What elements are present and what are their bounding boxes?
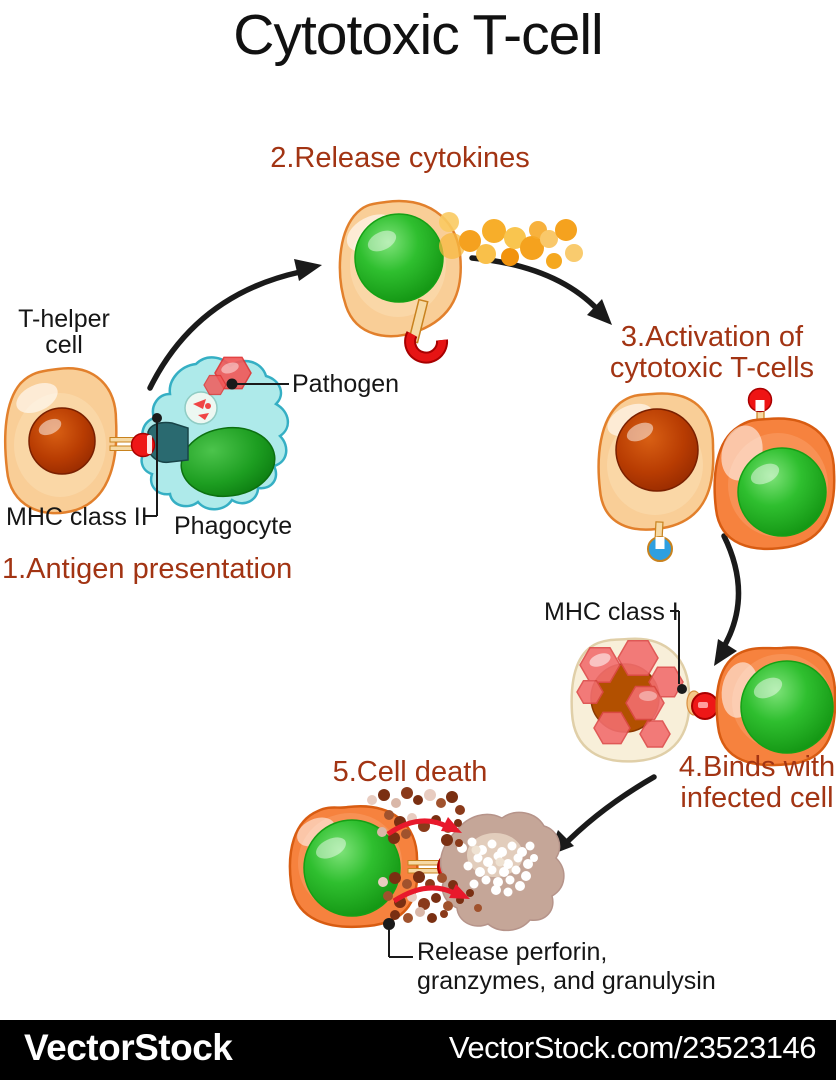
arrow-step1-to-step2 bbox=[147, 269, 303, 391]
step4-label-line1: 4.Binds with bbox=[678, 751, 836, 783]
arrow-step2-to-step3 bbox=[469, 255, 601, 313]
release-label-line2: granzymes, and granulysin bbox=[417, 967, 716, 995]
vesicle-fragment bbox=[193, 399, 206, 409]
mhc1-dot bbox=[677, 684, 687, 694]
arrow-step4-to-step5 bbox=[559, 774, 657, 850]
step5-label: 5.Cell death bbox=[332, 756, 488, 788]
release-label-line1: Release perforin, bbox=[417, 938, 608, 966]
cytotoxic-t-cell-binding bbox=[715, 646, 836, 767]
apoptotic-white-dots bbox=[457, 837, 538, 897]
vectorstock-credit: VectorStock.com/23523146 bbox=[448, 1030, 817, 1065]
activated-t-helper-cell bbox=[597, 392, 715, 562]
nucleus bbox=[615, 408, 699, 492]
infected-cell bbox=[570, 637, 702, 763]
step2-label: 2.Release cytokines bbox=[270, 142, 530, 174]
receptor-stalk bbox=[407, 860, 443, 866]
t-helper-cell-label: T-helper cell bbox=[8, 306, 120, 358]
virus-particles bbox=[576, 639, 684, 748]
dying-cell bbox=[439, 811, 565, 932]
nucleus bbox=[303, 819, 401, 917]
watermark-bar: VectorStock VectorStock.com/23523146 bbox=[0, 1020, 836, 1080]
vectorstock-logo: VectorStock bbox=[24, 1027, 233, 1068]
mhc-class-i-label: MHC class I bbox=[544, 598, 679, 626]
arrow-step3-to-step4 bbox=[719, 533, 742, 653]
step3-label-line2: cytotoxic T-cells bbox=[609, 352, 815, 384]
cytokine-dots bbox=[439, 212, 583, 269]
release-arrows-red bbox=[386, 817, 470, 904]
nucleus bbox=[354, 213, 444, 303]
t-helper-label-line1: T-helper bbox=[18, 305, 110, 333]
phagocyte-label: Phagocyte bbox=[174, 512, 293, 540]
step4-label-line2: infected cell bbox=[680, 782, 834, 814]
t-helper-cell bbox=[3, 367, 139, 515]
cytotoxic-t-cell-killing bbox=[288, 805, 478, 929]
nucleus bbox=[737, 447, 827, 537]
cytotoxic-t-cell-activated bbox=[713, 387, 836, 551]
phagocyte-nucleus bbox=[180, 426, 276, 498]
step1-label: 1.Antigen presentation bbox=[2, 553, 293, 585]
granule-dots-lower bbox=[378, 871, 482, 923]
flow-arrowheads bbox=[294, 259, 737, 856]
step4-label: 4.Binds with infected cell bbox=[678, 752, 836, 814]
step3-label: 3.Activation of cytotoxic T-cells bbox=[598, 322, 826, 384]
t-helper-label-line2: cell bbox=[45, 331, 83, 359]
release-perforin-label: Release perforin, granzymes, and granuly… bbox=[417, 938, 716, 996]
annotation-connector-mhc1 bbox=[670, 610, 680, 684]
annotation-connector-release bbox=[383, 918, 413, 958]
phagocyte-cell bbox=[130, 356, 289, 511]
mhc-class-ii-label: MHC class II bbox=[6, 503, 148, 531]
nucleus bbox=[740, 660, 834, 754]
diagram-title: Cytotoxic T-cell bbox=[233, 3, 603, 67]
annotation-connectors-step1 bbox=[143, 378, 289, 517]
step3-label-line1: 3.Activation of bbox=[620, 321, 804, 353]
pathogen-label: Pathogen bbox=[292, 370, 400, 398]
t-helper-cell-releasing-cytokines bbox=[338, 199, 462, 364]
nucleus bbox=[28, 407, 96, 475]
